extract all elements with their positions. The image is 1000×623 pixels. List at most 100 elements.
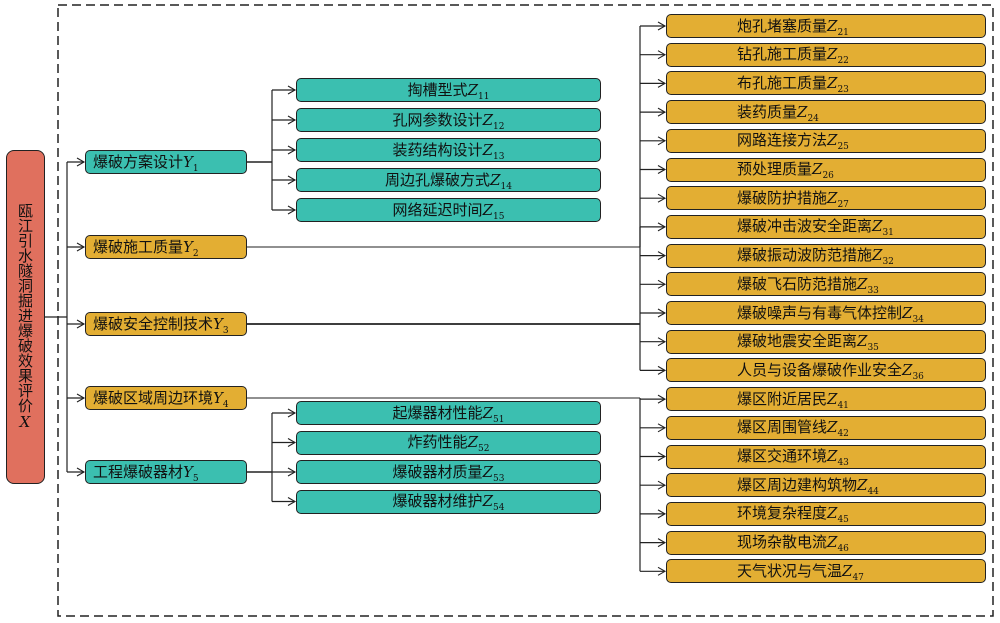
node-text: 爆区周边建构筑物 (737, 475, 858, 494)
node-subscript: 52 (478, 444, 490, 454)
node-subscript: 5 (192, 473, 199, 484)
node-subscript: 11 (478, 91, 490, 102)
arrow-head (287, 438, 297, 447)
factor-node: 爆破飞石防范措施Z33 (666, 272, 986, 297)
node-label: 周边孔爆破方式Z14 (385, 169, 512, 192)
factor-node: 钻孔施工质量Z22 (666, 42, 986, 67)
node-label: 爆破冲击波安全距离Z31 (737, 215, 894, 238)
node-variable: Z (812, 160, 823, 178)
node-text: 炸药性能 (407, 433, 468, 451)
node-variable: Z (872, 217, 883, 236)
node-subscript: 27 (837, 199, 849, 210)
node-text: 爆破器材维护 (392, 492, 483, 510)
arrow-head (657, 509, 667, 519)
node-text: 环境复杂程度 (737, 504, 828, 523)
node-variable: Z (827, 131, 838, 150)
factor-node: 爆破器材质量Z53 (296, 460, 601, 484)
node-label: 爆区附近居民Z41 (737, 388, 849, 411)
factor-node: 爆区附近居民Z41 (666, 387, 986, 412)
node-text: 人员与设备爆破作业安全 (737, 360, 903, 379)
node-label: 爆破方案设计Y1 (93, 151, 199, 174)
arrow-head (76, 319, 86, 329)
factor-node: 装药结构设计Z13 (296, 138, 601, 162)
node-text: 爆破区域周边环境 (93, 388, 214, 407)
node-label: 装药质量Z24 (737, 101, 819, 124)
node-variable: Y (183, 152, 193, 171)
arrow-head (657, 308, 667, 318)
node-text: 预处理质量 (737, 160, 813, 178)
arrow-head (76, 242, 86, 252)
node-label: 爆破防护措施Z27 (737, 187, 849, 210)
arrow-head (76, 157, 86, 167)
node-text: 瓯江引水隧洞掘进爆破效果评价 (16, 203, 34, 413)
node-text: 爆破振动波防范措施 (737, 246, 873, 265)
node-label: 布孔施工质量Z23 (737, 72, 849, 95)
node-text: 现场杂散电流 (737, 533, 828, 552)
arrow-head (287, 497, 297, 506)
node-label: 掏槽型式Z11 (408, 79, 490, 102)
node-variable: Z (482, 462, 493, 481)
node-text: 布孔施工质量 (737, 73, 828, 92)
root-node: 瓯江引水隧洞掘进爆破效果评价X (6, 150, 45, 484)
arrow-head (657, 452, 667, 461)
arrow-head (657, 365, 667, 375)
node-label: 爆区周边建构筑物Z44 (737, 474, 879, 497)
factor-node: 爆破振动波防范措施Z32 (666, 243, 986, 268)
node-subscript: 14 (500, 181, 512, 192)
node-subscript: 46 (837, 544, 849, 555)
node-subscript: 44 (867, 486, 879, 497)
node-text: 装药结构设计 (392, 140, 483, 159)
factor-node: 人员与设备爆破作业安全Z36 (666, 358, 986, 383)
level1-node: 爆破安全控制技术Y3 (85, 312, 247, 336)
factor-node: 爆区周围管线Z42 (666, 415, 986, 440)
factor-node: 爆区周边建构筑物Z44 (666, 473, 986, 498)
factor-node: 爆破器材维护Z54 (296, 489, 601, 514)
factor-node: 爆破防护措施Z27 (666, 186, 986, 211)
factor-node: 环境复杂程度Z45 (666, 501, 986, 526)
node-variable: Z (482, 492, 493, 510)
node-label: 爆破器材维护Z54 (393, 490, 505, 513)
node-subscript: 53 (493, 473, 505, 484)
node-subscript: 41 (837, 400, 849, 411)
factor-node: 孔网参数设计Z12 (296, 108, 601, 132)
node-subscript: 34 (912, 314, 924, 325)
node-subscript: 4 (222, 399, 229, 410)
node-subscript: 22 (837, 56, 849, 67)
node-label: 网路连接方法Z25 (737, 129, 849, 152)
node-text: 孔网参数设计 (392, 110, 483, 129)
node-label: 爆破区域周边环境Y4 (93, 387, 229, 410)
arrow-head (657, 566, 667, 576)
node-label: 炸药性能Z52 (408, 431, 490, 454)
node-text: 网路连接方法 (737, 131, 828, 150)
factor-node: 网路连接方法Z25 (666, 128, 986, 153)
arrow-head (657, 423, 667, 433)
node-label: 现场杂散电流Z46 (737, 531, 849, 554)
node-text: 掏槽型式 (407, 80, 468, 99)
node-label: 爆区交通环境Z43 (737, 445, 849, 468)
node-label: 天气状况与气温Z47 (737, 560, 864, 583)
arrow-head (287, 175, 297, 185)
node-variable: Z (482, 140, 493, 159)
node-label: 起爆器材性能Z51 (393, 402, 505, 425)
arrow-head (657, 337, 667, 347)
node-variable: Z (827, 504, 838, 523)
arrow-head (76, 467, 86, 477)
node-subscript: 12 (493, 121, 505, 132)
node-label: 预处理质量Z26 (737, 158, 834, 181)
node-variable: Z (857, 475, 868, 494)
node-subscript: 24 (807, 113, 819, 124)
node-subscript: 33 (867, 285, 879, 296)
factor-node: 预处理质量Z26 (666, 157, 986, 182)
factor-node: 周边孔爆破方式Z14 (296, 168, 601, 192)
node-variable: Z (482, 110, 493, 129)
node-text: 天气状况与气温 (737, 561, 843, 580)
node-text: 周边孔爆破方式 (385, 170, 491, 189)
node-text: 爆破器材质量 (392, 462, 483, 481)
level1-node: 工程爆破器材Y5 (85, 460, 247, 484)
node-variable: Z (872, 246, 883, 265)
node-text: 爆破方案设计 (93, 152, 184, 171)
node-subscript: 2 (192, 248, 199, 259)
node-text: 爆破施工质量 (93, 237, 184, 256)
node-variable: Y (183, 237, 193, 256)
arrow-head (287, 408, 297, 418)
